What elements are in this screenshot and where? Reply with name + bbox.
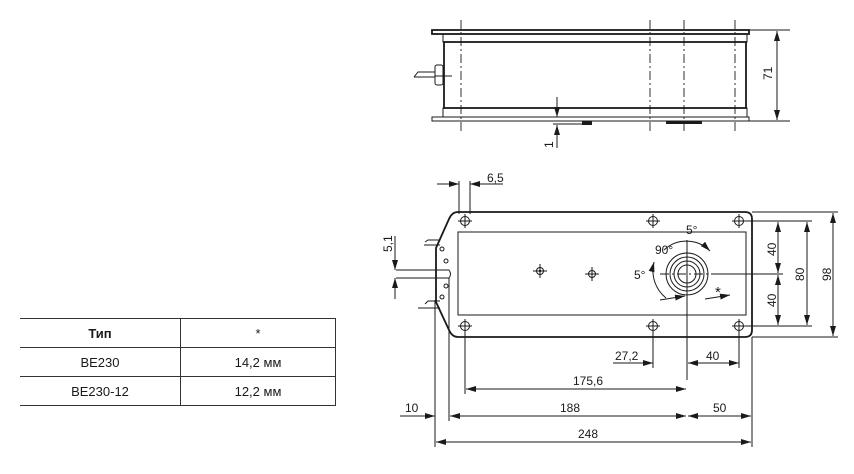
bottom-view: 5° 90° 5° * 6,5 5,1 40 40 80 98: [381, 171, 838, 447]
housing-body: [443, 41, 747, 109]
star-mark: *: [715, 284, 721, 301]
dim-40-lower: 40: [765, 293, 779, 307]
bottom-plate: [431, 116, 750, 122]
cell-type: BE230-12: [20, 376, 181, 406]
dim-98: 98: [820, 267, 834, 281]
angle-90: 90°: [655, 243, 673, 257]
dim-80: 80: [793, 267, 807, 281]
dim-248: 248: [578, 427, 598, 441]
dim-175-6: 175,6: [573, 374, 603, 388]
table-header-row: Тип *: [20, 318, 336, 348]
dim-50: 50: [713, 401, 727, 415]
table-row: BE230 14,2 мм: [20, 347, 336, 377]
angle-5-left: 5°: [634, 268, 646, 282]
dim-5-1: 5,1: [381, 235, 395, 252]
dim-27-2: 27,2: [615, 349, 639, 363]
base-plate: [435, 211, 753, 338]
header-type: Тип: [20, 318, 181, 348]
shaft-coupling: [648, 240, 783, 380]
angle-5-top: 5°: [686, 223, 698, 237]
cell-value: 14,2 мм: [180, 347, 336, 377]
mounting-holes: [458, 214, 746, 333]
dim-71: 71: [761, 66, 775, 80]
dim-40-right: 40: [706, 349, 720, 363]
dim-6-5: 6,5: [487, 171, 504, 185]
table-row: BE230-12 12,2 мм: [20, 376, 336, 406]
type-spec-table: Тип * BE230 14,2 мм BE230-12 12,2 мм: [20, 318, 336, 406]
dim-40-upper: 40: [765, 242, 779, 256]
label-area: [457, 231, 747, 316]
top-plate: [431, 29, 750, 35]
header-star: *: [180, 318, 336, 348]
cable-gland: [434, 64, 444, 86]
dim-188: 188: [560, 401, 580, 415]
cell-value: 12,2 мм: [180, 376, 336, 406]
dim-10: 10: [405, 401, 419, 415]
top-view: 71 1: [413, 20, 790, 148]
cell-type: BE230: [20, 347, 181, 377]
dim-1: 1: [542, 141, 556, 148]
